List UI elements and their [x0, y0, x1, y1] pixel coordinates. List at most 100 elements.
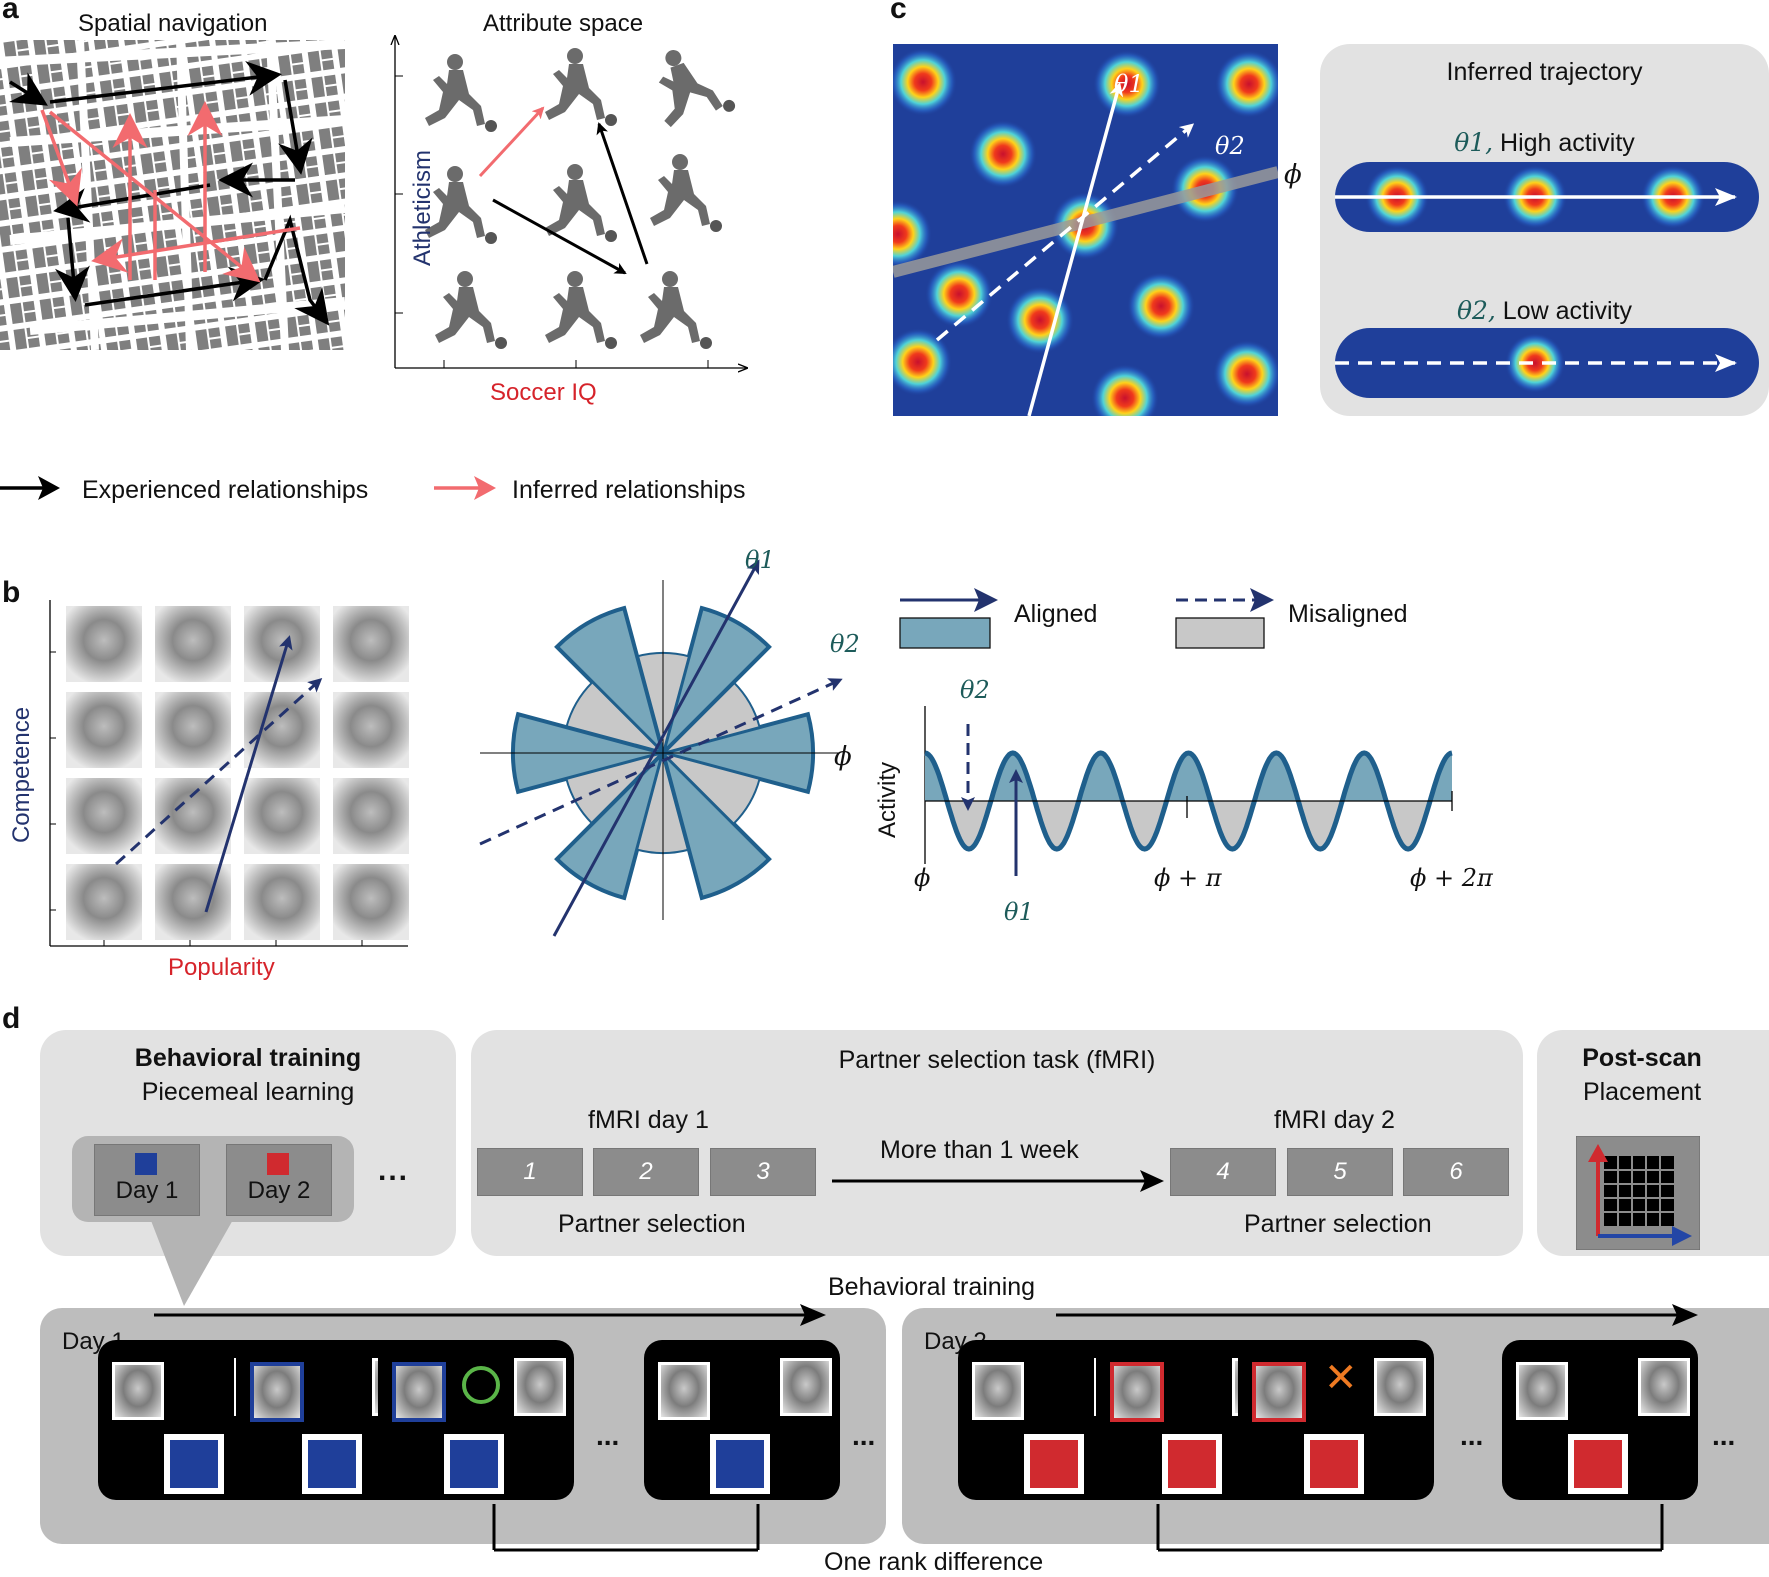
- misaligned-legend-icon: [1175, 588, 1274, 649]
- inferred-trajectory-title: Inferred trajectory: [1446, 58, 1643, 86]
- behavioral-training-timeline-label: Behavioral training: [828, 1273, 1036, 1301]
- aligned-petal: [659, 746, 772, 901]
- face-thumbnail: [780, 1358, 832, 1416]
- attribute-space-plot: [355, 28, 755, 380]
- misaligned-petal: [659, 751, 761, 826]
- partner-selection-label-day2: Partner selection: [1244, 1210, 1432, 1238]
- inferred-path: [40, 101, 301, 283]
- inferred-relationships-label: Inferred relationships: [512, 476, 746, 504]
- grid-theta1-label: θ1: [1114, 70, 1144, 98]
- grid-phi-label: ϕ: [1284, 160, 1302, 190]
- aligned-activity-area: [925, 753, 1452, 801]
- panel-a-letter: a: [2, 0, 19, 25]
- fmri-run-1: 1: [477, 1148, 583, 1196]
- aligned-petal: [659, 605, 772, 760]
- experienced-relationships-label: Experienced relationships: [82, 476, 369, 504]
- incorrect-feedback-icon: ✕: [1324, 1355, 1358, 1401]
- fmri-run-3: 3: [710, 1148, 816, 1196]
- cue-square: [444, 1434, 504, 1494]
- face-grid-plot: [49, 600, 409, 947]
- low-activity-track: [1335, 328, 1759, 398]
- cue-square: [302, 1434, 362, 1494]
- tick-phi-label: ϕ: [914, 864, 931, 892]
- low-activity-caption: θ2, Low activity: [1320, 296, 1769, 326]
- day1-chip: Day 1: [94, 1144, 200, 1216]
- training-monitor: [378, 1340, 574, 1500]
- low-activity-text: Low activity: [1495, 297, 1633, 325]
- face-thumbnail: [1110, 1362, 1164, 1422]
- rose-theta1-label: θ1: [745, 546, 775, 574]
- rose-theta2-label: θ2: [830, 630, 860, 658]
- grid-cell-map: [893, 44, 1278, 416]
- panel-c-letter: c: [890, 0, 907, 25]
- misaligned-activity-area: [925, 801, 1452, 849]
- interval-arrow: [832, 1170, 1164, 1192]
- placement-grid-icon: [1576, 1136, 1700, 1250]
- day1-sequence-ellipsis: ...: [596, 1420, 620, 1451]
- cue-square: [1304, 1434, 1364, 1494]
- fmri-run-2: 2: [593, 1148, 699, 1196]
- training-timeline-arrows: [154, 1304, 1698, 1326]
- one-rank-difference-label: One rank difference: [822, 1548, 1046, 1577]
- face-thumbnail: [250, 1362, 304, 1422]
- cue-square: [1568, 1434, 1628, 1494]
- fmri-run-4: 4: [1170, 1148, 1276, 1196]
- face-thumbnail: [112, 1362, 164, 1420]
- partner-selection-task-title: Partner selection task (fMRI): [838, 1046, 1156, 1074]
- face-thumbnail: [1516, 1362, 1568, 1420]
- popularity-label: Popularity: [168, 954, 275, 981]
- day2-sequence-ellipsis: ...: [1460, 1420, 1484, 1451]
- partner-selection-label-day1: Partner selection: [558, 1210, 746, 1238]
- day1-chip-label: Day 1: [115, 1177, 179, 1204]
- face-thumbnail: [1374, 1358, 1426, 1416]
- fmri-day1-label: fMRI day 1: [588, 1106, 709, 1134]
- grid-theta2-label: θ2: [1215, 132, 1245, 160]
- face-thumbnail: [972, 1362, 1024, 1420]
- day2-end-ellipsis: ...: [1712, 1420, 1736, 1451]
- face-thumbnail: [1638, 1358, 1690, 1416]
- correct-feedback-icon: [462, 1366, 500, 1404]
- callout-pointer: [150, 1218, 234, 1306]
- soccer-iq-label: Soccer IQ: [490, 379, 597, 406]
- activity-curve: [924, 750, 1453, 852]
- high-activity-text: High activity: [1493, 129, 1635, 157]
- directional-rose-plot: [479, 559, 843, 937]
- face-thumbnail: [514, 1358, 566, 1416]
- day2-chip-label: Day 2: [247, 1177, 311, 1204]
- city-map: [0, 40, 345, 350]
- partner-selection-task-box: [471, 1030, 1523, 1256]
- day1-end-ellipsis: ...: [852, 1420, 876, 1451]
- attribute-space-title: Attribute space: [483, 10, 644, 37]
- tick-phi-2pi-label: ϕ + 2π: [1410, 864, 1493, 892]
- face-thumbnail: [1252, 1362, 1306, 1422]
- cue-square: [1024, 1434, 1084, 1494]
- day1-color-square: [135, 1153, 157, 1175]
- low-activity-theta: θ2,: [1456, 296, 1496, 325]
- piecemeal-learning-subtitle: Piecemeal learning: [141, 1078, 355, 1106]
- fmri-day2-label: fMRI day 2: [1274, 1106, 1395, 1134]
- aligned-legend-icon: [899, 588, 998, 649]
- aligned-petal: [554, 746, 667, 901]
- high-activity-track: [1335, 162, 1759, 232]
- cue-square: [164, 1434, 224, 1494]
- training-monitor: [644, 1340, 840, 1500]
- inferred-arrow-legend-icon: [434, 476, 496, 500]
- sine-theta2-label: θ2: [960, 676, 990, 704]
- activity-sine-plot: [924, 706, 1453, 876]
- behavioral-training-title: Behavioral training: [134, 1044, 362, 1072]
- panel-b-letter: b: [2, 576, 21, 609]
- street-grid: [0, 40, 345, 350]
- face-photos: [66, 606, 409, 940]
- rose-phi-label: ϕ: [834, 742, 852, 772]
- more-days-ellipsis: ...: [378, 1154, 410, 1187]
- player-silhouettes: [425, 36, 737, 349]
- training-monitor: [1502, 1340, 1698, 1500]
- high-activity-caption: θ1, High activity: [1320, 128, 1769, 158]
- misaligned-label: Misaligned: [1288, 600, 1408, 628]
- experienced-arrow-legend-icon: [0, 476, 60, 500]
- rank-difference-bracket: [492, 1504, 1664, 1552]
- face-thumbnail: [392, 1362, 446, 1422]
- athleticism-label: Athleticism: [409, 149, 436, 267]
- aligned-label: Aligned: [1014, 600, 1098, 628]
- experienced-path: [8, 60, 330, 326]
